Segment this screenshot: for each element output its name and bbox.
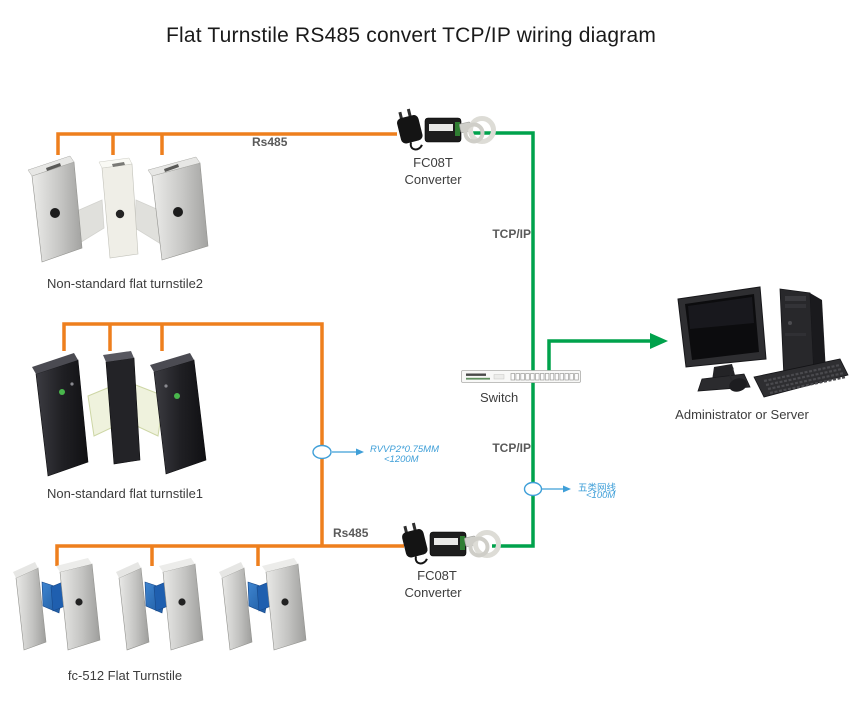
tcpip-branch-to-server bbox=[547, 339, 650, 371]
switch-caption: Switch bbox=[480, 390, 519, 405]
converter-bottom-model: FC08T bbox=[417, 568, 457, 583]
tcpip-label-bottom: TCP/IP bbox=[492, 441, 531, 455]
converter-bottom-type: Converter bbox=[404, 585, 462, 600]
rs485-cable-marker-circle bbox=[312, 444, 332, 460]
serial-cable-coil-icon bbox=[459, 116, 496, 144]
rs485-cable-max-length: <1200M bbox=[384, 454, 419, 465]
converter-top-type: Converter bbox=[404, 172, 462, 187]
turnstile1-pedestal-middle bbox=[103, 351, 141, 465]
cat5-cable-marker-circle bbox=[523, 481, 543, 497]
rs485-label-top: Rs485 bbox=[252, 135, 288, 149]
power-adapter-icon bbox=[397, 108, 423, 151]
server-computer-illustration bbox=[672, 283, 850, 405]
turnstile2-caption: Non-standard flat turnstile2 bbox=[46, 276, 204, 291]
tcpip-label-top: TCP/IP bbox=[492, 227, 531, 241]
diagram-title: Flat Turnstile RS485 convert TCP/IP wiri… bbox=[165, 24, 657, 47]
power-adapter-icon bbox=[402, 522, 428, 565]
switch-ports bbox=[510, 373, 579, 381]
tcpip-trunk-wire bbox=[470, 131, 535, 548]
fc512-caption: fc-512 Flat Turnstile bbox=[67, 668, 183, 683]
computer-tower bbox=[779, 288, 826, 380]
turnstile1-pedestal-left bbox=[32, 353, 89, 477]
switch-model-text bbox=[466, 377, 490, 380]
rs485-label-bottom: Rs485 bbox=[333, 526, 369, 540]
fc512-lane-3 bbox=[219, 558, 307, 651]
turnstile2-illustration bbox=[18, 150, 230, 272]
switch-illustration bbox=[461, 368, 582, 385]
turnstile1-illustration bbox=[28, 344, 224, 480]
turnstile2-pedestal-right bbox=[147, 156, 209, 261]
cat5-cable-max-length: <100M bbox=[586, 490, 616, 501]
fc512-lane-1 bbox=[13, 558, 101, 651]
server-caption: Administrator or Server bbox=[675, 407, 809, 422]
rs485-bus-fc512 bbox=[55, 544, 404, 566]
rs485-bus-turnstile2 bbox=[56, 132, 397, 155]
converter-box-icon bbox=[429, 531, 467, 557]
converter-bottom-illustration bbox=[398, 520, 503, 570]
turnstile2-pedestal-left bbox=[27, 155, 83, 263]
arrow-to-server-icon bbox=[650, 333, 668, 349]
rs485-bus-turnstile1 bbox=[62, 322, 324, 546]
cat5-cable-leader-arrow-icon bbox=[563, 485, 571, 493]
switch-brand-text bbox=[466, 373, 486, 376]
serial-cable-coil-icon bbox=[464, 530, 501, 558]
switch-label-chip bbox=[493, 374, 505, 380]
turnstile1-caption: Non-standard flat turnstile1 bbox=[46, 486, 204, 501]
turnstile2-pedestal-middle bbox=[98, 157, 139, 259]
rs485-cable-spec: RVVP2*0.75MM bbox=[370, 444, 439, 455]
computer-mouse bbox=[729, 364, 747, 392]
fc512-illustration bbox=[8, 556, 310, 660]
converter-top-model: FC08T bbox=[413, 155, 453, 170]
turnstile1-pedestal-right bbox=[150, 353, 207, 475]
computer-monitor bbox=[677, 286, 767, 392]
rs485-cable-leader-arrow-icon bbox=[356, 448, 364, 456]
computer-keyboard bbox=[753, 358, 849, 398]
fc512-lane-2 bbox=[116, 558, 204, 651]
converter-top-illustration bbox=[393, 106, 498, 156]
converter-box-icon bbox=[424, 117, 462, 143]
cat5-cable-name: 五类网线 bbox=[578, 483, 617, 494]
